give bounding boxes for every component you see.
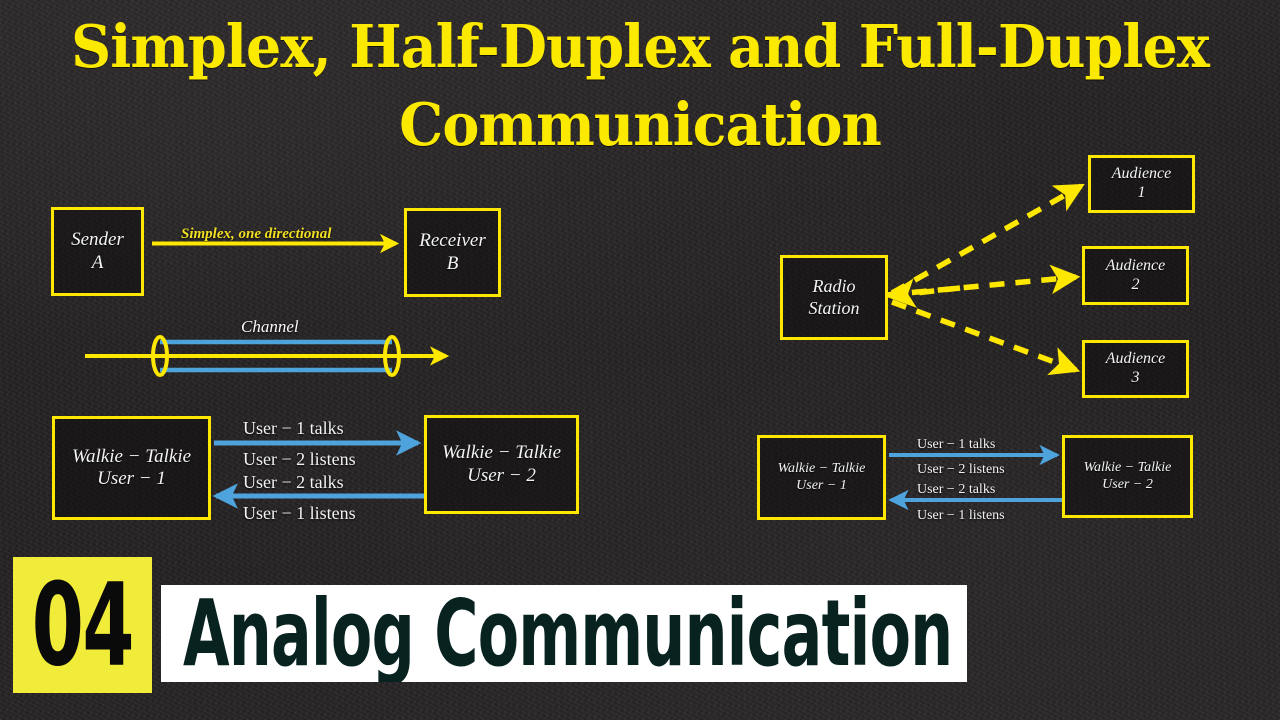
radio-station-line-1: Radio — [812, 276, 856, 297]
title-line-1: Simplex, Half-Duplex and Full-Duplex — [71, 12, 1210, 81]
audience-1-line-2: 1 — [1137, 184, 1146, 201]
sender-box-line-1: Sender — [71, 229, 124, 251]
fd-label-user1-talks: User − 1 talks — [917, 437, 996, 452]
page-title: Simplex, Half-Duplex and Full-Duplex Com… — [38, 8, 1241, 164]
title-line-2: Communication — [399, 90, 882, 159]
hd-right-box-line-2: User − 2 — [467, 464, 536, 486]
receiver-box-line-2: B — [446, 252, 459, 274]
channel-label: Channel — [241, 317, 299, 336]
fd-label-user2-talks: User − 2 talks — [917, 482, 996, 497]
hd-label-user1-talks: User − 1 talks — [243, 418, 344, 438]
radio-station-line-2: Station — [808, 297, 860, 318]
fd-right-box-line-2: User − 2 — [1102, 476, 1153, 492]
simplex-arrow-label: Simplex, one directional — [181, 226, 332, 242]
fd-right-box-line-1: Walkie − Talkie — [1083, 459, 1172, 475]
audience-3-line-1: Audience — [1105, 350, 1166, 368]
audience-2-box: Audience 2 — [1082, 246, 1189, 305]
audience-1-box: Audience 1 — [1088, 155, 1195, 213]
receiver-box: Receiver B — [404, 208, 501, 297]
fd-left-box-line-2: User − 1 — [796, 477, 847, 493]
half-duplex-walkie-talkie-user-2-box: Walkie − Talkie User − 2 — [424, 415, 579, 514]
audience-3-box: Audience 3 — [1082, 340, 1189, 398]
sender-box: Sender A — [51, 207, 144, 296]
audience-1-line-1: Audience — [1111, 165, 1172, 183]
hd-left-box-line-1: Walkie − Talkie — [71, 445, 192, 467]
receiver-box-line-1: Receiver — [419, 230, 486, 252]
audience-2-line-1: Audience — [1105, 256, 1166, 274]
lecture-number-badge: 04 — [13, 557, 152, 693]
broadcast-arrow-audience-3 — [891, 299, 1081, 376]
sender-box-line-2: A — [91, 251, 104, 273]
audience-3-line-2: 3 — [1131, 369, 1140, 386]
hd-label-user2-talks: User − 2 talks — [243, 472, 344, 492]
hd-label-user1-listens: User − 1 listens — [243, 503, 356, 523]
full-duplex-walkie-talkie-user-1-box: Walkie − Talkie User − 1 — [757, 435, 886, 520]
hd-label-user2-listens: User − 2 listens — [243, 449, 356, 469]
hd-right-box-line-1: Walkie − Talkie — [441, 442, 562, 464]
full-duplex-walkie-talkie-user-2-box: Walkie − Talkie User − 2 — [1062, 435, 1193, 518]
fd-label-user1-listens: User − 1 listens — [917, 508, 1005, 523]
course-title-banner: Analog Communication — [161, 585, 967, 682]
hd-left-box-line-2: User − 1 — [97, 468, 166, 489]
radio-station-box: Radio Station — [780, 255, 888, 340]
fd-left-box-line-1: Walkie − Talkie — [777, 460, 866, 476]
course-title-text: Analog Communication — [183, 585, 953, 682]
audience-2-line-2: 2 — [1131, 275, 1140, 293]
broadcast-arrow-audience-1 — [890, 183, 1085, 296]
lecture-number-text: 04 — [31, 557, 135, 693]
broadcast-arrow-audience-2 — [885, 264, 1081, 308]
half-duplex-walkie-talkie-user-1-box: Walkie − Talkie User − 1 — [52, 416, 211, 520]
fd-label-user2-listens: User − 2 listens — [917, 462, 1005, 477]
channel-cylinder — [151, 335, 401, 377]
